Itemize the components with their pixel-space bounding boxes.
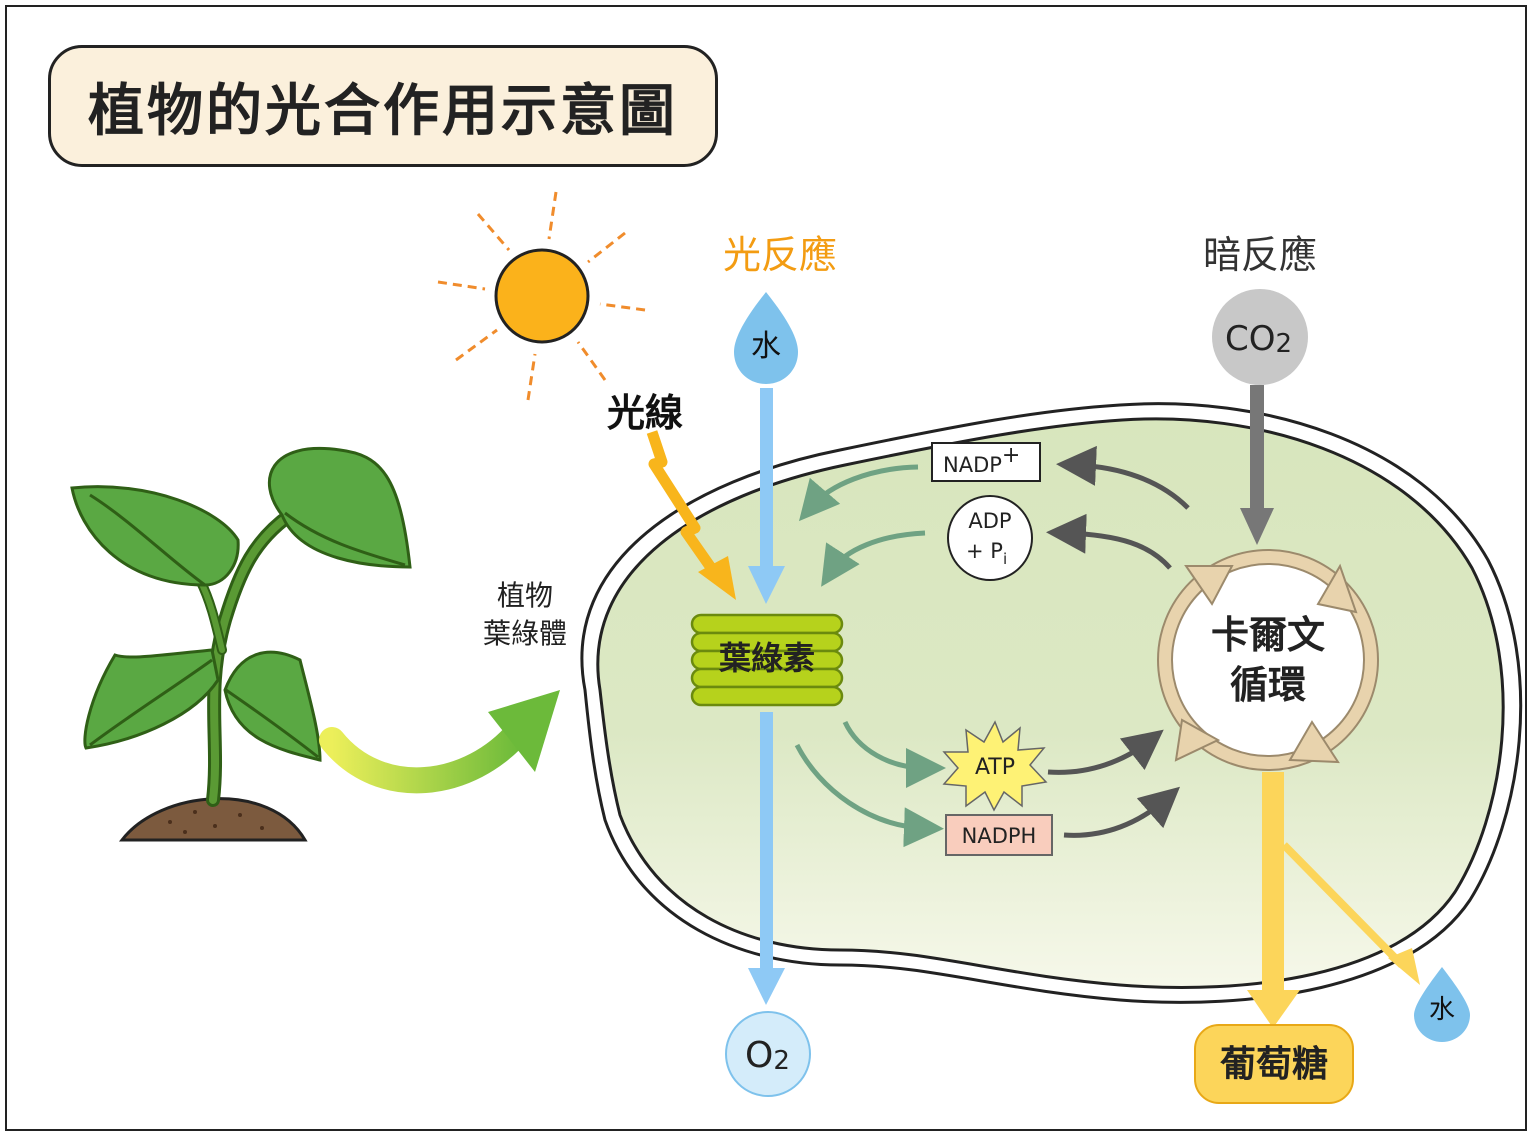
plant-icon: [70, 447, 412, 842]
adp-circle: [947, 495, 1033, 581]
adp-label-line2: + Pi: [966, 539, 1007, 568]
calvin-cycle: [1157, 549, 1379, 771]
atp-label: ATP: [975, 755, 1015, 780]
nadph-to-calvin-arrow: [1063, 786, 1181, 838]
calvin-cycle-label-line1: 卡爾文: [1210, 613, 1325, 657]
adp-label-line1: ADP: [968, 509, 1011, 533]
nadph-label: NADPH: [962, 824, 1037, 848]
to-atp-arrow: [842, 720, 946, 788]
calvin-to-nadp-arrow: [1056, 445, 1190, 510]
water-out-arrow: [1281, 842, 1420, 985]
chloroplast-label-line1: 植物: [496, 579, 553, 612]
adp-return-arrow: [821, 530, 926, 587]
water-drop-bottom-icon: [1414, 967, 1470, 1042]
o2-label: O2: [745, 1035, 790, 1076]
dark-reaction-label: 暗反應: [1202, 233, 1317, 277]
title-box: 植物的光合作用示意圖: [48, 45, 718, 167]
co2-arrow: [1240, 385, 1274, 545]
chloroplast-label-line2: 葉綠體: [482, 617, 567, 650]
atp-star-icon: [942, 720, 1048, 812]
co2-label: CO2: [1225, 319, 1292, 359]
water-drop-top-icon: [734, 292, 798, 384]
to-nadph-arrow: [794, 743, 944, 848]
water-bottom-label: 水: [1428, 995, 1455, 1025]
water-to-oxygen-arrow: [748, 388, 785, 1005]
chlorophyll-stack: [690, 613, 844, 707]
co2-circle: [1212, 289, 1308, 385]
nadp-box: [931, 442, 1041, 482]
atp-to-calvin-arrow: [1047, 729, 1164, 775]
chlorophyll-label: 葉綠素: [718, 639, 815, 677]
calvin-to-adp-arrow: [1046, 513, 1172, 570]
light-arrow: [646, 430, 736, 600]
nadp-return-arrow: [798, 464, 919, 522]
water-top-label: 水: [751, 329, 781, 364]
plant-to-chloroplast-arrow: [319, 690, 560, 794]
glucose-arrow: [1247, 772, 1300, 1028]
glucose-box: [1194, 1024, 1354, 1104]
sun-icon: [437, 191, 646, 401]
nadp-label: NADP+: [943, 443, 1020, 477]
glucose-label: 葡萄糖: [1219, 1044, 1328, 1085]
o2-circle: [725, 1011, 811, 1097]
light-reaction-label: 光反應: [722, 233, 837, 277]
page-title: 植物的光合作用示意圖: [88, 78, 678, 144]
diagram-frame: [5, 5, 1527, 1131]
light-label: 光線: [606, 391, 683, 435]
calvin-cycle-label-line2: 循環: [1229, 663, 1306, 707]
nadph-box: [945, 814, 1053, 856]
